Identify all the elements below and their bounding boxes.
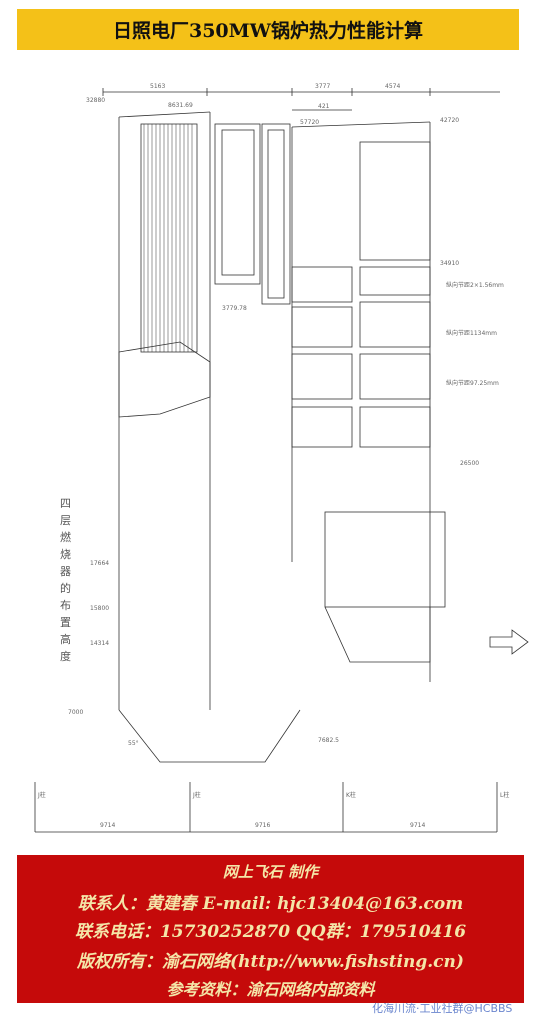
- dim-top-3: 3777: [315, 83, 330, 90]
- dim-top-2: 8631.69: [168, 102, 193, 109]
- bottom-dim-2: 9716: [255, 822, 270, 829]
- elev-10: 26500: [460, 460, 479, 467]
- credits-copyright: 版权所有：渝石网络(http://www.fishsting.cn): [77, 952, 464, 972]
- column-label-1: J柱: [37, 791, 46, 799]
- elev-8: 34910: [440, 260, 459, 267]
- page-title: 日照电厂350MW锅炉热力性能计算: [17, 9, 519, 50]
- hopper-dim: 7682.5: [318, 737, 339, 744]
- watermark: 化海川流·工业社群@HCBBS: [372, 1002, 513, 1015]
- dim-top-4: 4574: [385, 83, 400, 90]
- credits-phone: 联系电话：15730252870 QQ群：179510416: [74, 922, 467, 942]
- dim-mid: 3779.78: [222, 305, 247, 312]
- burner-label-7: 布: [60, 599, 71, 612]
- dim-top-5: 421: [318, 103, 330, 110]
- burner-label-1: 四: [60, 497, 71, 510]
- credits-panel: 网上飞石 制作 联系人：黄建春 E-mail: hjc13404@163.com…: [17, 855, 524, 1003]
- boiler-drawing: 5163 8631.69 3777 4574 421 3779.78 纵向节距2…: [34, 83, 529, 833]
- credits-contact: 联系人：黄建春 E-mail: hjc13404@163.com: [77, 894, 464, 914]
- burner-label-4: 烧: [60, 548, 71, 561]
- elev-15: 14314: [90, 640, 109, 647]
- pitch-2: 纵向节距1134mm: [446, 329, 497, 337]
- elev-13: 17664: [90, 560, 109, 567]
- credits-reference: 参考资料：渝石网络内部资料: [166, 980, 375, 999]
- burner-label-8: 置: [60, 616, 71, 629]
- burner-label-10: 度: [60, 649, 71, 663]
- bottom-dim-3: 9714: [410, 822, 425, 829]
- elev-16: 7000: [68, 709, 83, 716]
- burner-label-6: 的: [60, 581, 71, 595]
- elev-3: 42720: [440, 117, 459, 124]
- column-label-4: L柱: [500, 791, 509, 799]
- credits-maker: 网上飞石 制作: [222, 863, 319, 881]
- burner-label-5: 器: [60, 565, 71, 578]
- elev-14: 15800: [90, 605, 109, 612]
- burner-label-9: 高: [60, 632, 71, 646]
- burner-label-2: 层: [60, 514, 71, 527]
- pitch-3: 纵向节距97.25mm: [446, 379, 499, 387]
- hopper-angle: 55°: [128, 740, 139, 747]
- column-label-3: K柱: [346, 791, 356, 799]
- bottom-dim-1: 9714: [100, 822, 115, 829]
- column-label-2: J柱: [192, 791, 201, 799]
- burner-label-3: 燃: [60, 530, 71, 544]
- elev-2: 57720: [300, 119, 319, 126]
- elev-1: 32880: [86, 97, 105, 104]
- dim-top-1: 5163: [150, 83, 165, 90]
- pitch-1: 纵向节距2×1.56mm: [446, 281, 504, 289]
